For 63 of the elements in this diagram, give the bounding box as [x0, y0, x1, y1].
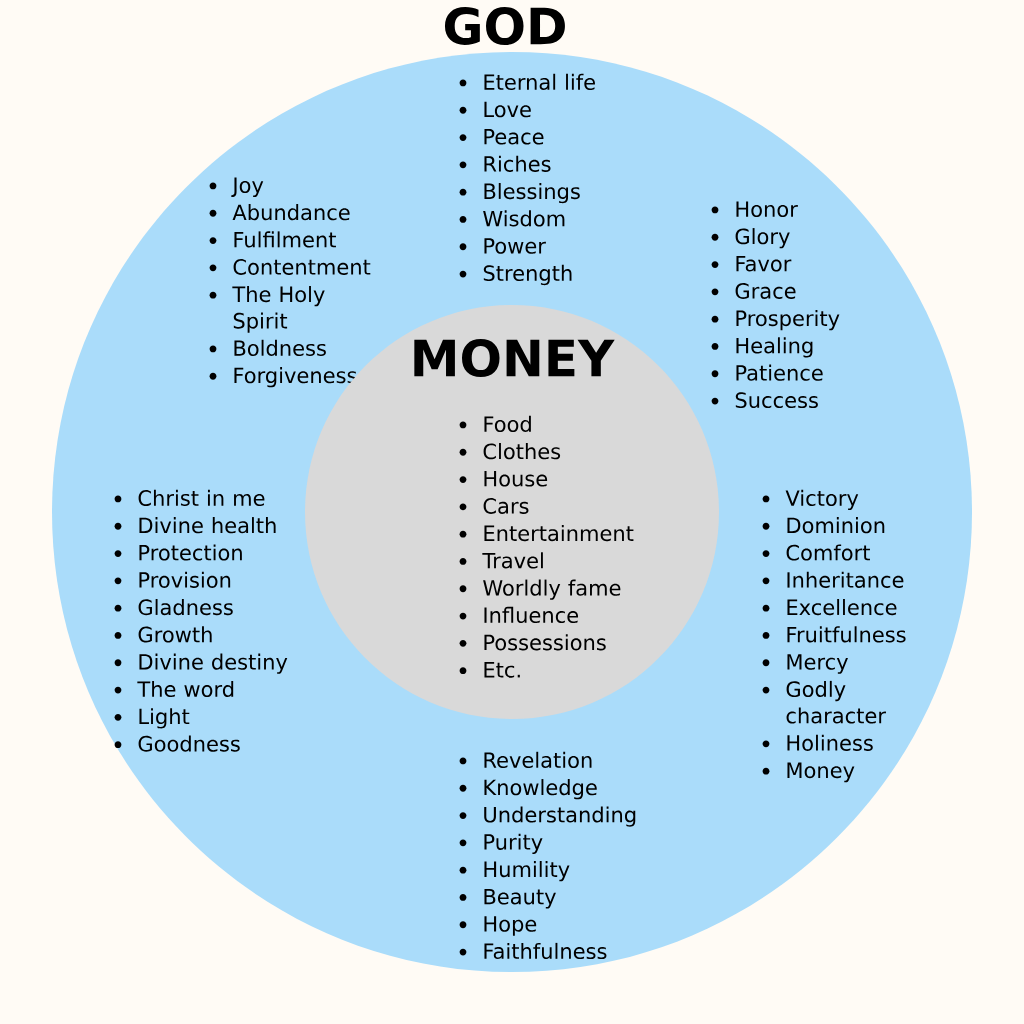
list-item: Inheritance	[762, 571, 904, 588]
list-item: Cars	[459, 498, 529, 514]
list-item: Healing	[711, 337, 813, 358]
list-item: Hope	[459, 916, 537, 936]
list-item: Favor	[711, 256, 792, 272]
list-item: Victory	[762, 489, 859, 511]
list-item: Clothes	[459, 443, 561, 460]
list-item: Comfort	[762, 544, 870, 561]
list-item: Holiness	[762, 734, 873, 751]
list-item: Excellence	[762, 599, 897, 616]
list-item: Entertainment	[459, 525, 634, 542]
list-item: Provision	[114, 571, 231, 588]
list-item: Godly character	[762, 680, 886, 724]
list-item: Joy	[209, 177, 264, 198]
heading: GOD	[444, 7, 565, 45]
list-item: Goodness	[114, 735, 240, 752]
list-item: The word	[114, 680, 234, 698]
list-item: Strength	[459, 264, 572, 286]
list-item: Abundance	[209, 204, 350, 221]
list-item: Blessings	[459, 182, 580, 204]
list-item: Boldness	[209, 339, 326, 356]
list-item: Riches	[459, 155, 551, 172]
list-item: Contentment	[209, 259, 371, 275]
list-item: Patience	[711, 364, 823, 381]
list-item: Possessions	[459, 634, 606, 651]
list-item: Success	[711, 392, 818, 409]
list-item: Light	[114, 708, 190, 729]
list-item: Honor	[711, 201, 798, 217]
list-item: Money	[762, 762, 855, 783]
list-item: Gladness	[114, 599, 233, 616]
list-item: Knowledge	[459, 779, 597, 800]
list-item: Growth	[114, 626, 212, 643]
list-item: Travel	[459, 552, 543, 569]
list-item: Divine destiny	[114, 653, 288, 674]
list-item: Peace	[459, 129, 544, 145]
list-item: Mercy	[762, 654, 848, 674]
list-item: Protection	[114, 544, 242, 561]
list-item: Food	[459, 415, 531, 432]
list-item: Prosperity	[711, 309, 840, 331]
list-item: Wisdom	[459, 210, 565, 227]
heading: MONEY	[414, 339, 615, 377]
list-item: Grace	[711, 283, 796, 299]
list-item: Understanding	[459, 806, 636, 827]
list-item: Fruitfulness	[762, 626, 906, 643]
list-item: Etc.	[459, 662, 520, 678]
list-item: Christ in me	[114, 489, 265, 506]
list-item: Purity	[459, 833, 543, 854]
list-item: House	[459, 471, 548, 487]
list-item: Divine health	[114, 517, 276, 534]
list-item: Fulfilment	[209, 231, 336, 248]
list-item: The Holy Spirit	[209, 285, 325, 333]
list-item: Influence	[459, 606, 579, 624]
list-item: Power	[459, 238, 546, 254]
list-item: Revelation	[459, 751, 592, 768]
list-item: Beauty	[459, 888, 556, 909]
list-item: Glory	[711, 228, 790, 249]
list-item: Humility	[459, 861, 570, 882]
list-item: Dominion	[762, 517, 885, 534]
list-item: Faithfulness	[459, 942, 607, 960]
list-item: Worldly fame	[459, 579, 621, 600]
list-item: Love	[459, 101, 531, 118]
list-item: Forgiveness	[209, 367, 357, 388]
list-item: Eternal life	[459, 73, 595, 90]
